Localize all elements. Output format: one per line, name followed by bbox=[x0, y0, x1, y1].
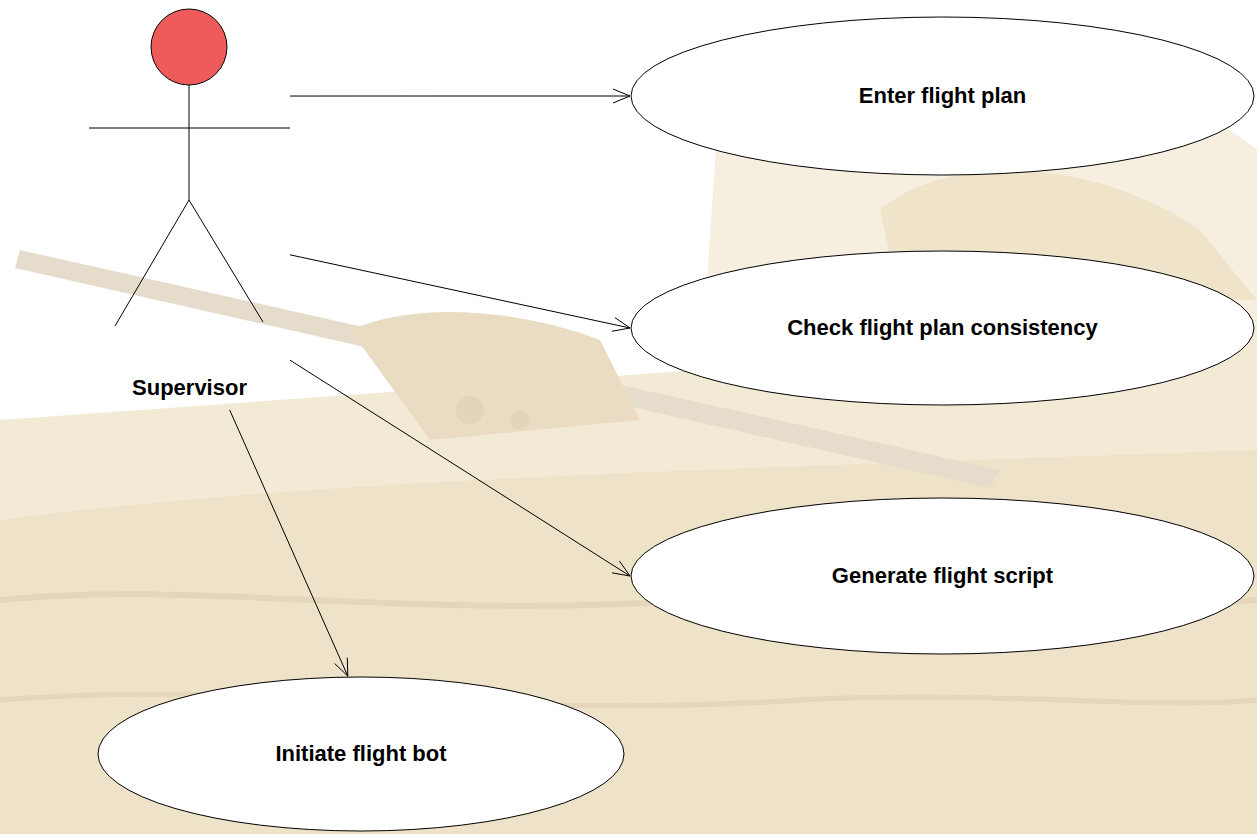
use-case-ellipse: Initiate flight bot bbox=[97, 676, 625, 832]
arrow-head bbox=[613, 89, 630, 103]
use-case-name: Initiate flight bot bbox=[275, 741, 446, 767]
use-case-ellipse: Generate flight script bbox=[630, 497, 1255, 655]
association-arrow bbox=[230, 410, 348, 676]
association-arrow bbox=[290, 360, 630, 576]
use-case-name: Enter flight plan bbox=[859, 83, 1026, 109]
use-case-name: Check flight plan consistency bbox=[787, 315, 1098, 341]
arrow-head bbox=[335, 658, 348, 676]
actor: Supervisor bbox=[89, 8, 290, 410]
association-arrow bbox=[290, 255, 630, 331]
actor-name: Supervisor bbox=[89, 375, 290, 401]
use-case-ellipse: Enter flight plan bbox=[630, 16, 1255, 176]
use-case-ellipse: Check flight plan consistency bbox=[630, 250, 1255, 406]
actor-figure bbox=[89, 8, 290, 410]
association-arrow bbox=[290, 89, 630, 103]
arrow-head bbox=[612, 561, 630, 576]
arrow-head bbox=[612, 318, 630, 332]
use-case-name: Generate flight script bbox=[832, 563, 1053, 589]
